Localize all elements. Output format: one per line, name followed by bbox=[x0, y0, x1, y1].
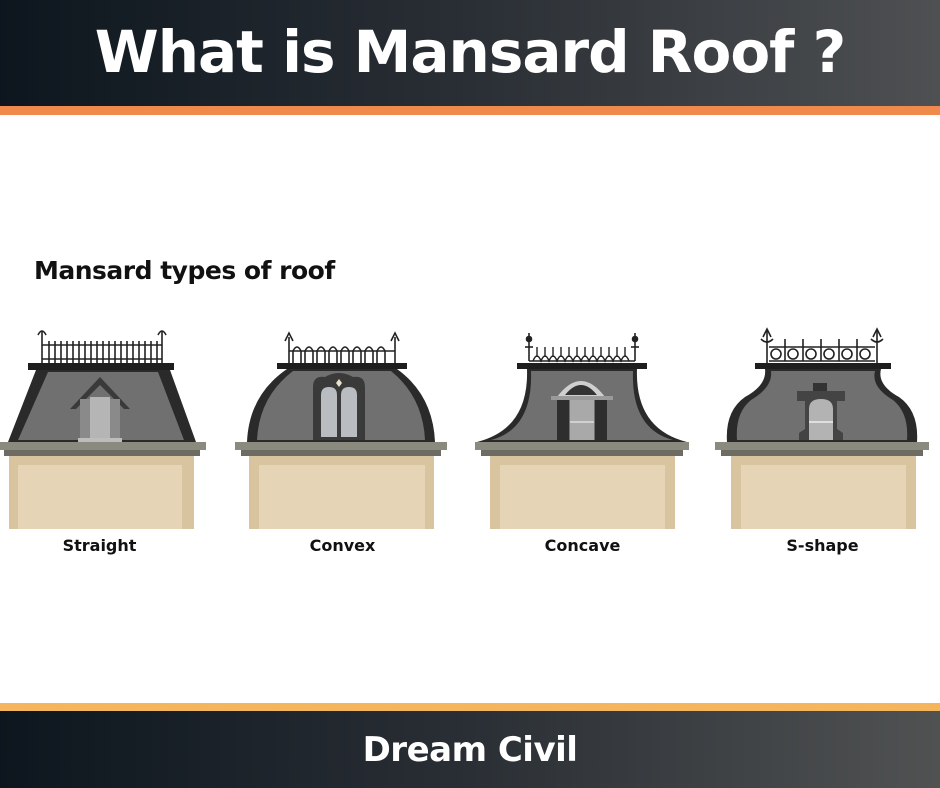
roof-convex-illustration bbox=[235, 325, 450, 540]
roof-label-straight: Straight bbox=[62, 536, 137, 555]
header-accent-stripe bbox=[0, 106, 940, 115]
roof-concave-illustration bbox=[475, 325, 690, 540]
roof-label-convex: Convex bbox=[309, 536, 376, 555]
footer-accent-stripe bbox=[0, 703, 940, 711]
roof-straight-illustration bbox=[0, 325, 215, 540]
footer-banner bbox=[0, 711, 940, 788]
header-banner bbox=[0, 0, 940, 106]
roof-s-shape-illustration bbox=[715, 325, 930, 540]
roof-label-concave: Concave bbox=[544, 536, 621, 555]
page-title: What is Mansard Roof ? bbox=[94, 18, 846, 86]
diagram-subtitle: Mansard types of roof bbox=[34, 256, 335, 285]
roof-label-s-shape: S-shape bbox=[786, 536, 859, 555]
footer-brand: Dream Civil bbox=[362, 730, 578, 770]
